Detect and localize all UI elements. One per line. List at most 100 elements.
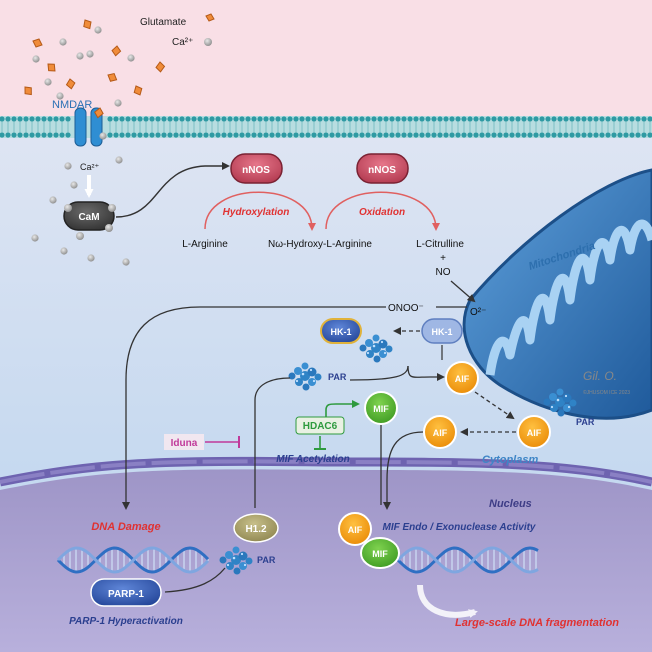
lipid-head xyxy=(149,116,155,122)
lipid-head xyxy=(0,132,5,138)
lipid-head xyxy=(23,116,29,122)
lipid-head xyxy=(509,116,515,122)
lipid-head xyxy=(257,132,263,138)
cam-label: CaM xyxy=(78,212,99,223)
dna-helix-right xyxy=(396,546,539,574)
aif-node-3: AIF xyxy=(423,415,457,449)
calcium-ion xyxy=(86,50,94,58)
lipid-head xyxy=(491,132,497,138)
lipid-head xyxy=(131,132,137,138)
lipid-head xyxy=(455,116,461,122)
lipid-head xyxy=(515,116,521,122)
lipid-head xyxy=(107,116,113,122)
lipid-head xyxy=(239,132,245,138)
lipid-head xyxy=(137,132,143,138)
lipid-head xyxy=(59,132,65,138)
aif-node-1: AIF xyxy=(445,361,479,395)
lipid-head xyxy=(347,116,353,122)
lipid-head xyxy=(467,132,473,138)
calcium-ion xyxy=(60,247,68,255)
aif-nuclear-node: AIF xyxy=(338,512,372,546)
nnos-1-label: nNOS xyxy=(242,165,270,176)
calcium-ion xyxy=(32,55,40,63)
mif-nuclear-node: MIF xyxy=(360,537,400,569)
lipid-head xyxy=(305,132,311,138)
lipid-head xyxy=(311,116,317,122)
lipid-head xyxy=(401,132,407,138)
lipid-head xyxy=(173,132,179,138)
glutamate-icon xyxy=(205,13,215,22)
lipid-head xyxy=(353,116,359,122)
lipid-head xyxy=(533,116,539,122)
lipid-head xyxy=(629,116,635,122)
lipid-head xyxy=(431,116,437,122)
extracellular-space xyxy=(0,0,652,120)
calcium-ion xyxy=(70,181,78,189)
lipid-head xyxy=(347,132,353,138)
lipid-head xyxy=(641,116,647,122)
legend-glutamate-label: Glutamate xyxy=(140,17,187,28)
dna-helix-left xyxy=(56,546,210,574)
lipid-head xyxy=(119,132,125,138)
lipid-head xyxy=(167,132,173,138)
aif-1-label: AIF xyxy=(455,374,470,384)
calcium-ion xyxy=(64,162,72,170)
calcium-ion xyxy=(114,99,122,107)
lipid-head xyxy=(395,116,401,122)
lipid-head xyxy=(113,116,119,122)
iduna-box xyxy=(164,434,204,450)
lipid-head xyxy=(521,116,527,122)
lipid-head xyxy=(647,116,652,122)
lipid-head xyxy=(185,132,191,138)
lipid-head xyxy=(611,116,617,122)
lipid-head xyxy=(5,132,11,138)
par-label-2: PAR xyxy=(576,417,595,427)
lipid-head xyxy=(641,132,647,138)
lipid-head xyxy=(635,116,641,122)
par-label-1: PAR xyxy=(328,372,347,382)
lipid-head xyxy=(335,116,341,122)
glutamate-molecule xyxy=(65,78,76,90)
lipid-head xyxy=(335,132,341,138)
lipid-head xyxy=(209,116,215,122)
calcium-ion xyxy=(127,54,135,62)
dna-damage-label: DNA Damage xyxy=(91,521,160,533)
lipid-head xyxy=(509,132,515,138)
lipid-head xyxy=(143,116,149,122)
lipid-head xyxy=(281,132,287,138)
lipid-head xyxy=(533,132,539,138)
hydroxylation-label: Hydroxylation xyxy=(223,207,290,218)
superoxide-label: O²⁻ xyxy=(470,307,486,318)
aif-mif-nuclear-arrow xyxy=(383,431,424,510)
lipid-head xyxy=(233,132,239,138)
lipid-head xyxy=(647,132,652,138)
hk1-active-node: HK-1 xyxy=(320,318,362,344)
lipid-head xyxy=(407,116,413,122)
peroxynitrite-label: ONOO⁻ xyxy=(388,303,424,314)
lipid-head xyxy=(317,116,323,122)
lipid-head xyxy=(275,116,281,122)
lipid-head xyxy=(233,116,239,122)
lipid-head xyxy=(557,116,563,122)
lipid-head xyxy=(227,132,233,138)
onoo-to-dna-arrow xyxy=(122,306,386,510)
par-link-line xyxy=(349,365,409,381)
lipid-head xyxy=(419,116,425,122)
lipid-head xyxy=(221,116,227,122)
nmdar-channel xyxy=(74,107,103,147)
lipid-head xyxy=(467,116,473,122)
lipid-head xyxy=(611,132,617,138)
parp-hyperactivation-label: PARP-1 Hyperactivation xyxy=(69,616,183,627)
lipid-head xyxy=(497,132,503,138)
lipid-head xyxy=(563,116,569,122)
aif-node-2: AIF xyxy=(517,415,551,449)
lipid-head xyxy=(155,132,161,138)
lipid-head xyxy=(461,116,467,122)
lipid-head xyxy=(593,116,599,122)
lipid-head xyxy=(17,116,23,122)
lipid-head xyxy=(305,116,311,122)
lipid-head xyxy=(383,132,389,138)
dna-strand xyxy=(396,546,539,574)
calcium-ion xyxy=(56,92,64,100)
lipid-head xyxy=(557,132,563,138)
